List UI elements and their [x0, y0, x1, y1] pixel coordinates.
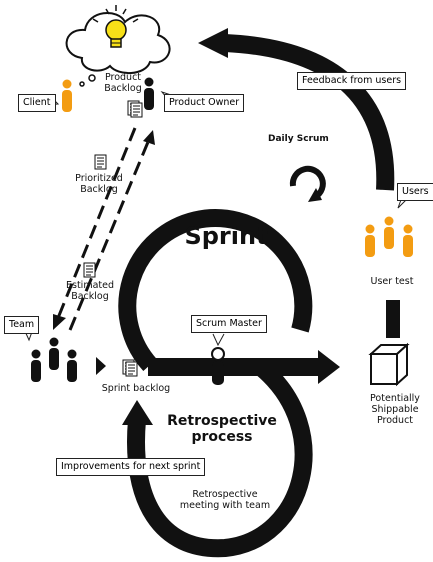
lightbulb-icon: [92, 5, 139, 48]
retrospective-meeting-label: Retrospective meeting with team: [179, 489, 271, 511]
team-to-backlog-arrow: [96, 357, 106, 375]
sprint-title: Sprint: [184, 222, 268, 250]
feedback-arrowhead: [198, 28, 228, 58]
sprint-backlog-label: Sprint backlog: [101, 383, 171, 394]
prioritized-backlog-label: Prioritized Backlog: [75, 173, 123, 195]
feedback-bubble: Feedback from users: [297, 72, 407, 90]
daily-scrum-arrowhead: [308, 188, 322, 202]
user-icon-2: [384, 216, 394, 249]
prioritized-backlog-document-icon: [94, 154, 107, 170]
team-member-icon-2: [49, 337, 59, 370]
user-test-label: User test: [370, 276, 414, 287]
estimated-backlog-label: Estimated Backlog: [66, 280, 114, 302]
scrum-master-bubble: Scrum Master: [191, 315, 267, 333]
estimated-backlog-document-icon: [83, 262, 96, 278]
estimated-arrow-line: [68, 141, 150, 331]
prioritized-arrow-line: [56, 127, 137, 319]
team-bubble: Team: [4, 316, 40, 334]
client-person-icon: [62, 79, 72, 112]
scrummaster-bubble-tail: [212, 333, 225, 347]
retrospective-loop: [127, 361, 313, 558]
scrum-master-person-icon: [211, 347, 225, 385]
team-member-icon-3: [67, 349, 77, 382]
retrospective-arrowhead: [122, 400, 153, 425]
cloud-bubble-1: [88, 74, 96, 82]
product-backlog-document-icon: [127, 100, 143, 118]
estimated-arrowhead: [143, 130, 155, 145]
team-member-icon-1: [31, 349, 41, 382]
users-bubble: Users: [397, 183, 433, 201]
box-icon: [368, 342, 410, 387]
shippable-arrow: [287, 350, 340, 384]
user-icon-1: [365, 224, 375, 257]
user-icon-3: [403, 224, 413, 257]
sprint-backlog-document-icon: [122, 359, 138, 377]
prioritized-arrowhead: [53, 314, 66, 330]
daily-scrum-label: Daily Scrum: [268, 134, 329, 144]
potentially-shippable-label: Potentially Shippable Product: [370, 393, 420, 426]
improvements-bubble: Improvements for next sprint: [56, 458, 206, 476]
test-bar: [386, 300, 400, 338]
product-backlog-label: Product Backlog: [104, 72, 142, 94]
client-bubble: Client: [18, 94, 56, 112]
sprint-cycle: [118, 209, 313, 372]
daily-scrum-loop: [289, 165, 326, 200]
retrospective-process-title: Retrospective process: [167, 413, 277, 445]
cloud-bubble-2: [79, 81, 85, 87]
product-owner-bubble: Product Owner: [164, 94, 245, 112]
